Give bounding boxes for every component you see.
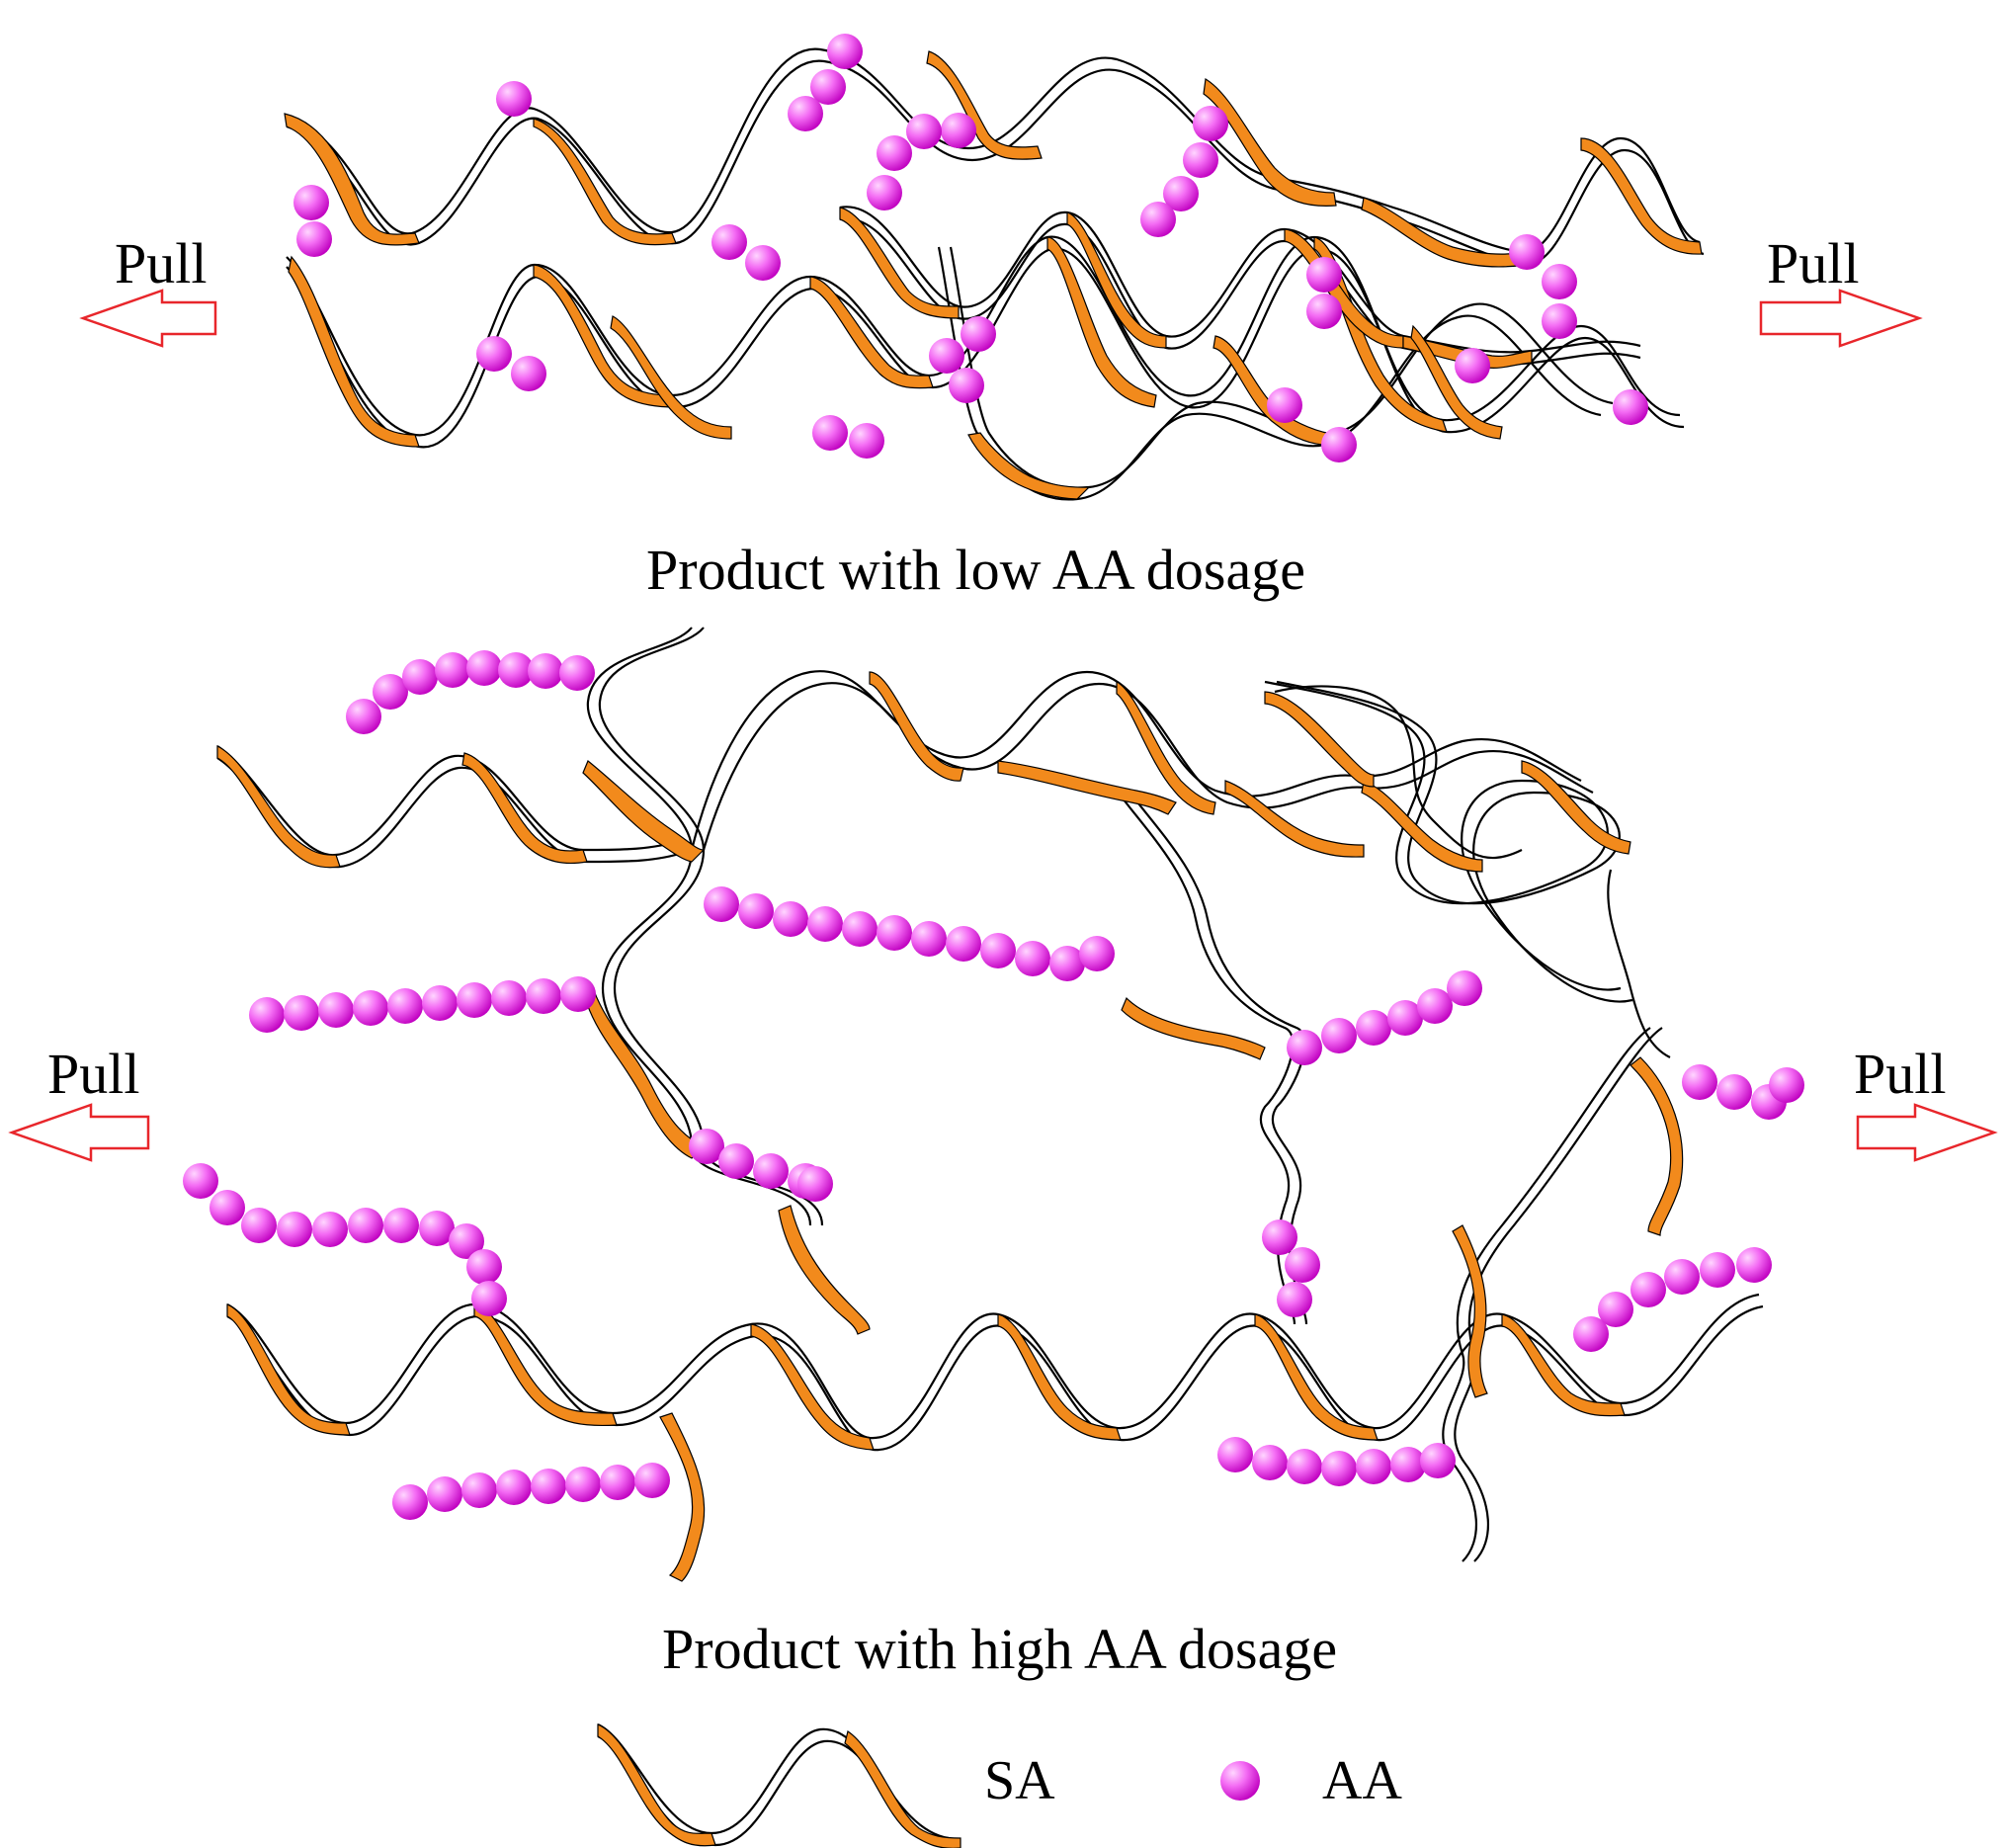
aa-chain-2 [249,976,596,1033]
aa-chain-11 [1682,1064,1804,1120]
pull-arrows [8,289,1998,1162]
aa-chain-9 [1217,1437,1456,1486]
high-dosage-network [183,627,1804,1582]
legend-sa-label: SA [984,1750,1055,1811]
low-dosage-network [284,34,1705,501]
aa-chain-8 [1262,1219,1320,1317]
aa-chain-1 [346,650,595,734]
pull-left-bottom-icon [8,1103,150,1162]
aa-chain-5 [689,1129,833,1202]
pull-label-top-right: Pull [1767,231,1860,295]
sa-ribbons-bottom [216,671,1684,1582]
aa-beads-top [293,34,1648,462]
caption-high-dosage: Product with high AA dosage [662,1617,1338,1681]
aa-chain-7 [1287,970,1482,1065]
pull-label-bottom-right: Pull [1854,1042,1947,1106]
caption-low-dosage: Product with low AA dosage [646,538,1305,602]
pull-label-bottom-left: Pull [47,1042,140,1106]
legend-aa-icon [1220,1761,1260,1801]
pull-right-top-icon [1759,289,1923,348]
pull-left-top-icon [79,289,217,348]
aa-chain-10 [1573,1247,1772,1352]
aa-chain-6 [392,1463,670,1520]
pull-right-bottom-icon [1856,1103,1998,1162]
aa-chain-4 [704,886,1115,981]
pull-label-top-left: Pull [115,231,208,295]
legend-aa-label: AA [1322,1750,1402,1811]
aa-bead-chains-bottom [183,650,1804,1520]
legend-sa-icon [597,1722,961,1848]
sa-ribbons-top [284,50,1703,500]
aa-chain-3 [183,1163,507,1316]
